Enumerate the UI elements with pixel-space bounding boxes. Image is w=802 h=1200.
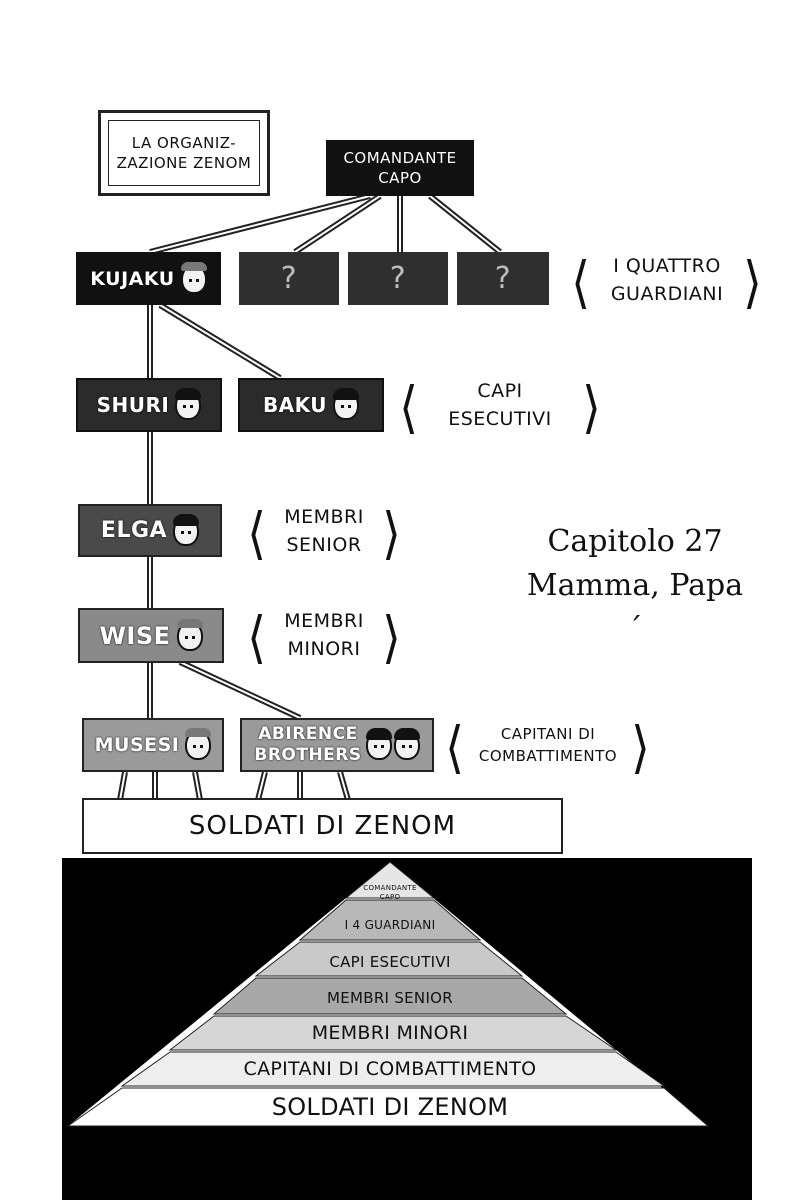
musesi-label: MUSESI <box>94 734 180 756</box>
bracket-close-icon: ❭ <box>740 251 765 309</box>
baku-label: BAKU <box>262 393 328 417</box>
tier6-label: CAPITANI DI COMBATTIMENTO <box>243 1058 537 1080</box>
bracket-close-icon: ❭ <box>579 376 603 434</box>
guardian-unknown-3: ? <box>457 252 549 305</box>
elga-label: ELGA <box>100 518 168 543</box>
quattro-line1: I QUATTRO <box>613 255 721 277</box>
shuri-label: SHURI <box>96 393 170 417</box>
abirence-brothers-node: ABIRENCE BROTHERS <box>240 718 434 772</box>
organization-title-line2: ZAZIONE ZENOM <box>116 154 252 172</box>
guardian-unknown-1-label: ? <box>280 261 298 296</box>
musesi-node: MUSESI <box>82 718 224 772</box>
soldiers-box: SOLDATI DI ZENOM <box>82 798 563 854</box>
tier2-label: I 4 GUARDIANI <box>344 918 436 932</box>
shuri-node: SHURI <box>76 378 222 432</box>
soldiers-label: SOLDATI DI ZENOM <box>188 811 457 841</box>
elga-portrait-icon <box>173 513 200 546</box>
tier3-label: CAPI ESECUTIVI <box>329 953 451 971</box>
senior-line2: SENIOR <box>286 534 362 556</box>
minori-line1: MEMBRI <box>284 610 364 632</box>
bracket-close-icon: ❭ <box>628 716 652 774</box>
capi-line1: CAPI <box>477 380 523 402</box>
guardian-unknown-2-label: ? <box>389 261 407 296</box>
organization-title-inner: LA ORGANIZ- ZAZIONE ZENOM <box>108 120 260 186</box>
kujaku-node: KUJAKU <box>76 252 221 305</box>
bracket-open-icon: ❬ <box>245 502 269 560</box>
guardian-unknown-1: ? <box>239 252 339 305</box>
pyramid-tier-commander: COMANDANTE CAPO <box>350 882 430 904</box>
tier4-label: MEMBRI SENIOR <box>326 989 454 1007</box>
category-membri-senior: ❬ MEMBRI SENIOR ❭ <box>236 498 412 564</box>
chapter-name: Mamma, Papa´ <box>526 568 744 647</box>
abirence-portrait-2-icon <box>393 728 420 760</box>
bracket-open-icon: ❬ <box>245 606 269 664</box>
elga-node: ELGA <box>78 504 222 557</box>
connector-lines <box>117 193 502 801</box>
category-capi-esecutivi: ❬ CAPI ESECUTIVI ❭ <box>392 372 608 438</box>
chapter-title: Capitolo 27 Mamma, Papa´ <box>520 520 750 652</box>
baku-portrait-icon <box>333 388 360 420</box>
abirence-line1: ABIRENCE <box>258 724 358 744</box>
kujaku-portrait-icon <box>180 261 207 294</box>
pyramid-tier-senior: MEMBRI SENIOR <box>230 984 550 1012</box>
capi-line2: ESECUTIVI <box>448 408 552 430</box>
commander-line2: CAPO <box>378 169 422 187</box>
pyramid-tier-captains: CAPITANI DI COMBATTIMENTO <box>150 1054 630 1084</box>
tier5-label: MEMBRI MINORI <box>311 1022 469 1044</box>
guardian-unknown-3-label: ? <box>494 261 512 296</box>
category-quattro-guardiani: ❬ I QUATTRO GUARDIANI ❭ <box>562 248 772 312</box>
capitani-line1: CAPITANI DI <box>500 725 596 743</box>
bracket-open-icon: ❬ <box>397 376 421 434</box>
abirence-portrait-1-icon <box>365 728 392 760</box>
quattro-line2: GUARDIANI <box>610 283 724 305</box>
minori-line2: MINORI <box>287 638 361 660</box>
wise-portrait-icon <box>176 618 203 651</box>
kujaku-label: KUJAKU <box>90 267 175 290</box>
category-membri-minori: ❬ MEMBRI MINORI ❭ <box>236 602 412 668</box>
tier1-line2: CAPO <box>379 893 401 901</box>
senior-line1: MEMBRI <box>284 506 364 528</box>
abirence-line2: BROTHERS <box>254 745 362 765</box>
pyramid-tier-soldiers: SOLDATI DI ZENOM <box>110 1090 670 1124</box>
guardian-unknown-2: ? <box>348 252 448 305</box>
bracket-open-icon: ❬ <box>569 251 594 309</box>
baku-node: BAKU <box>238 378 384 432</box>
bracket-close-icon: ❭ <box>379 606 403 664</box>
shuri-portrait-icon <box>175 388 202 420</box>
capitani-line2: COMBATTIMENTO <box>478 747 618 765</box>
commander-node: COMANDANTE CAPO <box>326 140 474 196</box>
wise-node: WISE <box>78 608 224 663</box>
pyramid-tier-minor: MEMBRI MINORI <box>190 1018 590 1048</box>
commander-line1: COMANDANTE <box>343 149 457 167</box>
organization-title-line1: LA ORGANIZ- <box>131 134 237 152</box>
tier7-label: SOLDATI DI ZENOM <box>271 1093 509 1121</box>
chapter-number: Capitolo 27 <box>547 524 723 559</box>
wise-label: WISE <box>99 621 171 650</box>
category-capitani-combattimento: ❬ CAPITANI DI COMBATTIMENTO ❭ <box>444 712 652 778</box>
musesi-portrait-icon <box>185 728 212 760</box>
pyramid-tier-executives: CAPI ESECUTIVI <box>270 948 510 976</box>
pyramid-tier-guardians: I 4 GUARDIANI <box>310 912 470 938</box>
bracket-close-icon: ❭ <box>379 502 403 560</box>
organization-title-box: LA ORGANIZ- ZAZIONE ZENOM <box>98 110 270 196</box>
bracket-open-icon: ❬ <box>444 716 468 774</box>
tier1-line1: COMANDANTE <box>363 884 417 892</box>
